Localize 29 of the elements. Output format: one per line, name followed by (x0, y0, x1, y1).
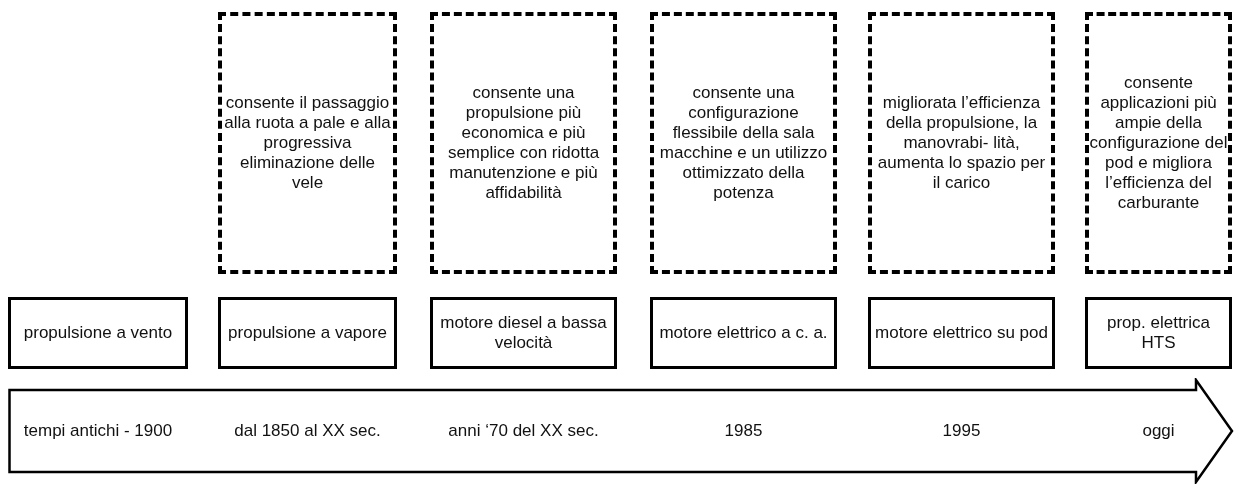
technology-box (650, 297, 837, 369)
description-text: consente il passaggio alla ruota a pale e alla progressiva eliminazione delle vele (223, 93, 392, 193)
technology-box (218, 297, 397, 369)
technology-box (868, 297, 1055, 369)
technology-box (8, 297, 188, 369)
description-text: migliorata l’efficienza della propulsione, la manovrabi- lità, aumenta lo spazio per il carico (876, 93, 1047, 193)
technology-box (1085, 297, 1232, 369)
description-box (1085, 12, 1232, 274)
technology-box (430, 297, 617, 369)
technology-label: motore diesel a bassa velocità (439, 313, 608, 353)
date-label: oggi (1141, 421, 1176, 441)
technology-label: motore elettrico su pod (875, 323, 1048, 343)
timeline-arrow (8, 378, 1234, 484)
date-label: 1985 (723, 421, 764, 441)
description-box (218, 12, 397, 274)
description-box (430, 12, 617, 274)
description-text: consente una configurazione flessibile della sala macchine e un utilizzo ottimizzato della potenza (658, 83, 829, 203)
description-box (650, 12, 837, 274)
description-text: consente applicazioni più ampie della configurazione del pod e migliora l’efficienza del carburante (1089, 73, 1228, 213)
date-label: anni ‘70 del XX sec. (447, 421, 600, 441)
date-label: 1995 (941, 421, 982, 441)
description-text: consente una propulsione più economica e più semplice con ridotta manutenzione e più affidabilità (446, 83, 601, 203)
date-label: tempi antichi - 1900 (22, 421, 174, 441)
date-label: dal 1850 al XX sec. (233, 421, 382, 441)
technology-label: propulsione a vento (23, 323, 173, 343)
technology-label: prop. elettrica HTS (1106, 313, 1211, 353)
technology-label: propulsione a vapore (228, 323, 387, 343)
description-box (868, 12, 1055, 274)
technology-label: motore elettrico a c. a. (659, 323, 828, 343)
